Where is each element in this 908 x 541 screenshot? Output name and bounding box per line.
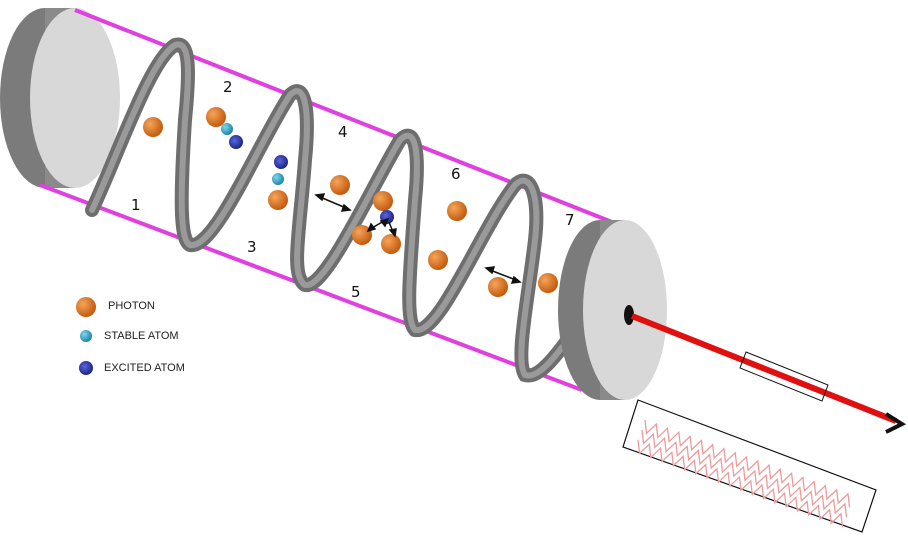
stable-atom bbox=[272, 173, 284, 185]
photon bbox=[488, 277, 508, 297]
photon-icon bbox=[76, 297, 96, 317]
wave-lines bbox=[637, 419, 851, 528]
photon bbox=[330, 175, 350, 195]
region-number-7: 7 bbox=[565, 211, 575, 229]
left-mirror bbox=[0, 8, 120, 188]
region-numbers: 1 2 3 4 5 6 7 bbox=[131, 78, 575, 301]
region-number-1: 1 bbox=[131, 196, 141, 214]
helix-coil bbox=[85, 37, 582, 383]
wave-box bbox=[622, 399, 877, 533]
excited-atoms bbox=[229, 135, 394, 224]
region-number-6: 6 bbox=[451, 165, 461, 183]
beam-sample-box bbox=[739, 351, 829, 402]
legend-label-photon: PHOTON bbox=[108, 300, 155, 312]
excited-atom bbox=[274, 155, 288, 169]
laser-beam bbox=[630, 313, 907, 434]
legend-label-stable-atom: STABLE ATOM bbox=[104, 330, 179, 342]
photon bbox=[447, 201, 467, 221]
region-number-3: 3 bbox=[247, 238, 257, 256]
stable-atom bbox=[221, 123, 233, 135]
region-number-5: 5 bbox=[351, 283, 361, 301]
photon bbox=[268, 190, 288, 210]
legend: PHOTON STABLE ATOM EXCITED ATOM bbox=[76, 297, 185, 375]
photon bbox=[143, 117, 163, 137]
photon bbox=[373, 191, 393, 211]
output-aperture bbox=[624, 305, 634, 325]
photon bbox=[352, 225, 372, 245]
right-mirror bbox=[558, 220, 667, 400]
excited-atom bbox=[229, 135, 243, 149]
photons bbox=[143, 107, 558, 297]
region-number-2: 2 bbox=[223, 78, 233, 96]
photon bbox=[381, 234, 401, 254]
interaction-arrows bbox=[314, 193, 522, 284]
photon bbox=[428, 250, 448, 270]
stable-atom-icon bbox=[80, 330, 92, 342]
legend-label-excited-atom: EXCITED ATOM bbox=[104, 362, 185, 374]
excited-atom-icon bbox=[79, 361, 93, 375]
photon bbox=[206, 107, 226, 127]
photon bbox=[538, 273, 558, 293]
stable-atoms bbox=[221, 123, 284, 185]
region-number-4: 4 bbox=[338, 123, 348, 141]
